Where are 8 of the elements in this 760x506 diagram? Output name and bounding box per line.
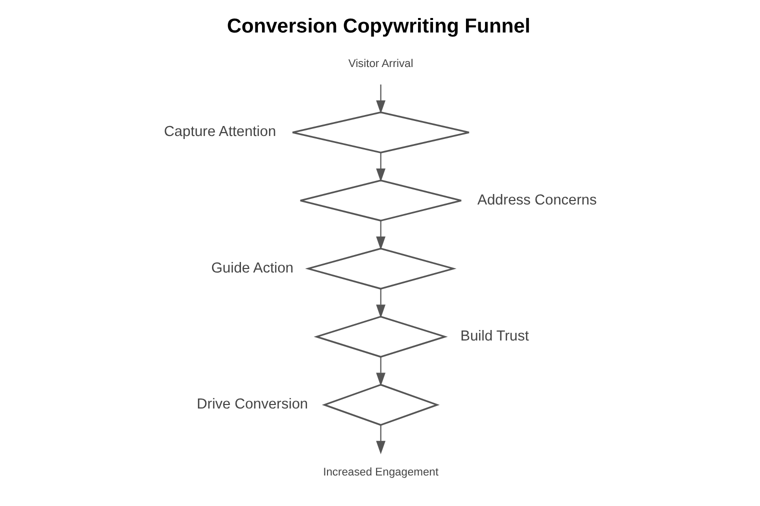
node-label: Capture Attention [163,124,276,140]
node-text: Increased Engagement [322,466,438,479]
node-label: Guide Action [210,260,294,276]
diagram-title: Conversion Copywriting Funnel [226,15,530,38]
node-label: Address Concerns [476,192,596,208]
node-text: Visitor Arrival [348,58,413,70]
node-label: Drive Conversion [196,396,308,413]
node-label: Build Trust [460,328,528,345]
